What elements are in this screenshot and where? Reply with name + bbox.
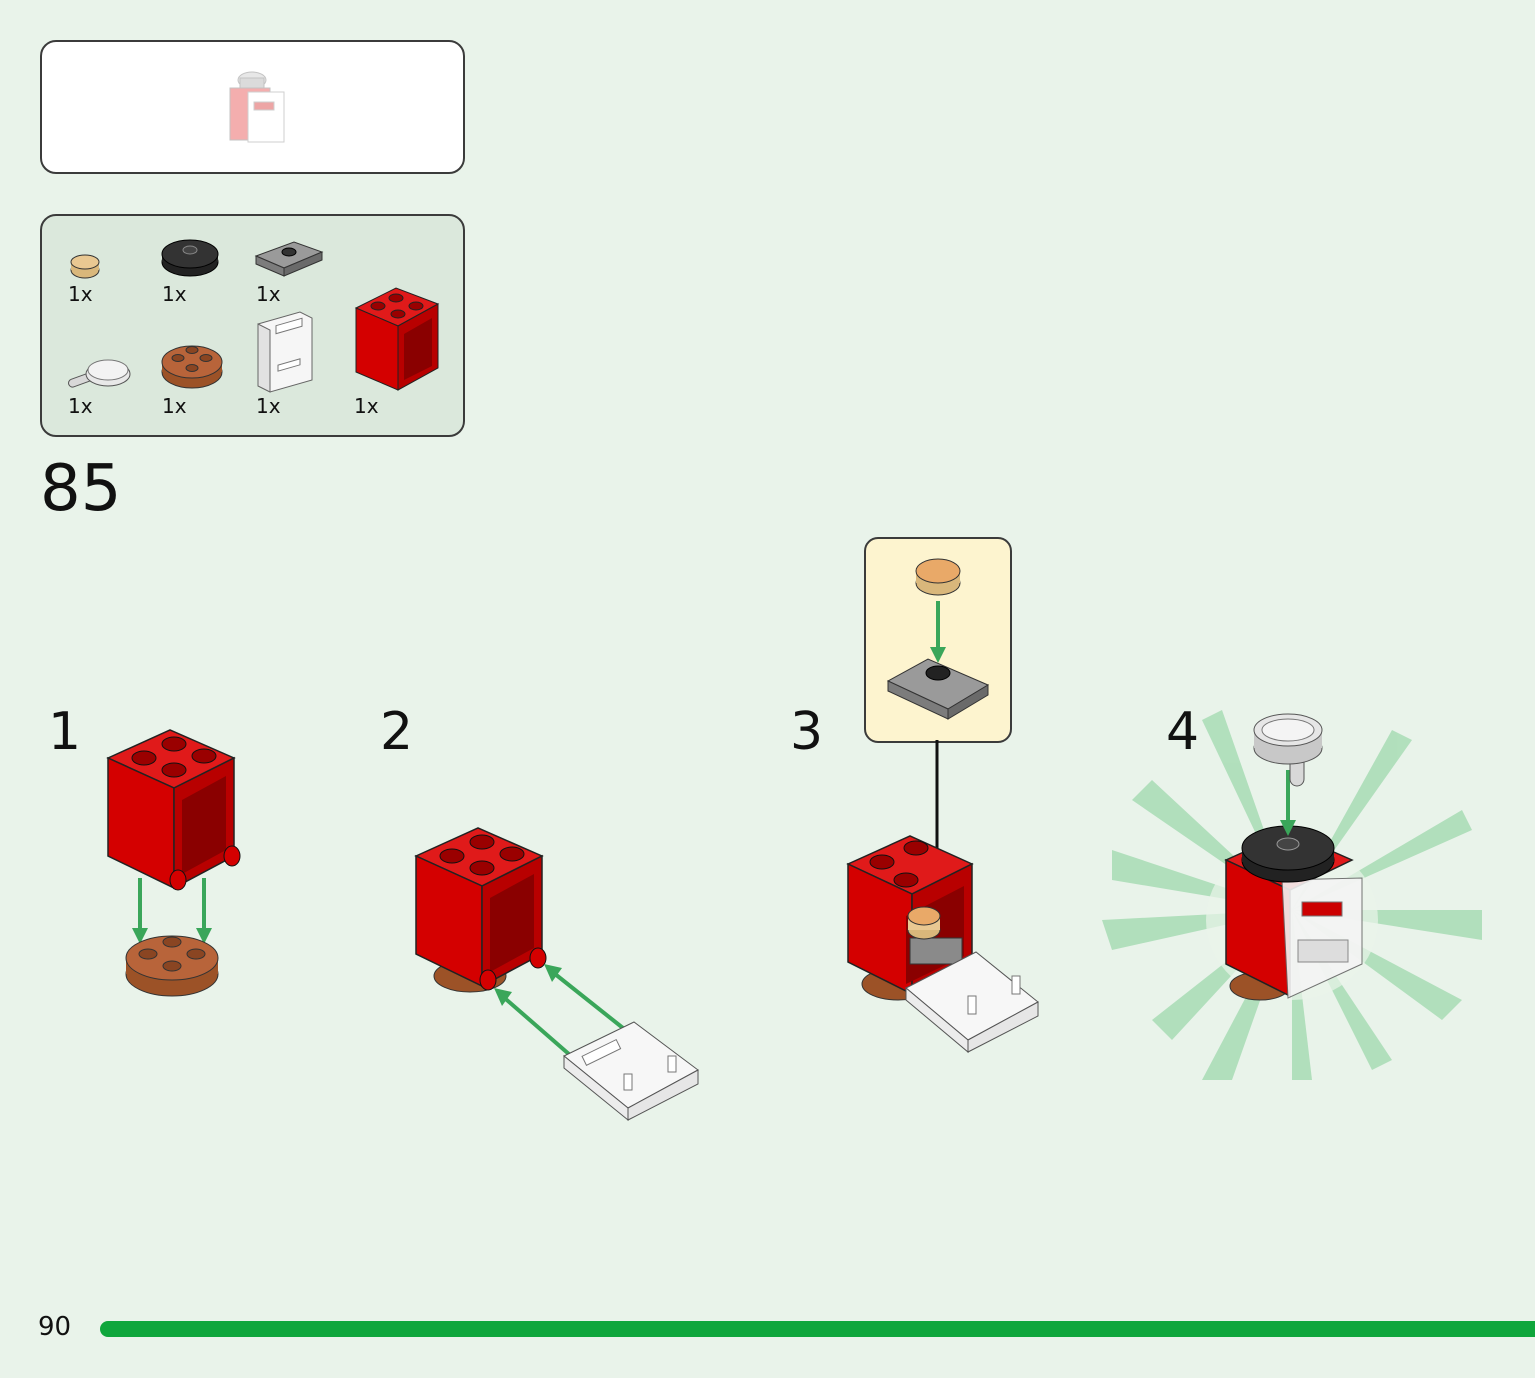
- part-qty: 1x: [256, 394, 281, 418]
- substep-3-illustration: [846, 740, 1039, 1054]
- substep-1-illustration: [106, 729, 241, 997]
- gray-jumper-plate-icon: [254, 241, 324, 277]
- substep-4-illustration: [1102, 710, 1482, 1080]
- tan-round-tile-icon: [70, 254, 100, 279]
- part-qty: 1x: [256, 282, 281, 306]
- page-number: 90: [38, 1312, 72, 1342]
- substep-2-illustration: [414, 827, 699, 1122]
- clear-dish-icon: [68, 359, 131, 388]
- parts-list-panel: 1x 1x 1x 1x 1x 1x: [40, 214, 465, 437]
- step-number: 85: [40, 452, 122, 526]
- progress-bar: [100, 1321, 1535, 1337]
- callout-illustration: [886, 558, 990, 720]
- brown-round-plate-icon: [161, 345, 223, 389]
- part-qty: 1x: [162, 282, 187, 306]
- black-round-plate-icon: [161, 239, 219, 277]
- substep-number-2: 2: [380, 702, 414, 762]
- part-qty: 1x: [162, 394, 187, 418]
- model-preview-panel: [40, 40, 465, 174]
- clear-door-icon: [257, 311, 313, 393]
- sub-assembly-callout: [864, 537, 1012, 743]
- substep-number-4: 4: [1166, 702, 1200, 762]
- red-cupboard-icon: [354, 287, 440, 391]
- substep-number-1: 1: [48, 702, 82, 762]
- part-qty: 1x: [68, 282, 93, 306]
- model-preview-icon: [229, 71, 285, 143]
- part-qty: 1x: [68, 394, 93, 418]
- substep-number-3: 3: [790, 702, 824, 762]
- part-qty: 1x: [354, 394, 379, 418]
